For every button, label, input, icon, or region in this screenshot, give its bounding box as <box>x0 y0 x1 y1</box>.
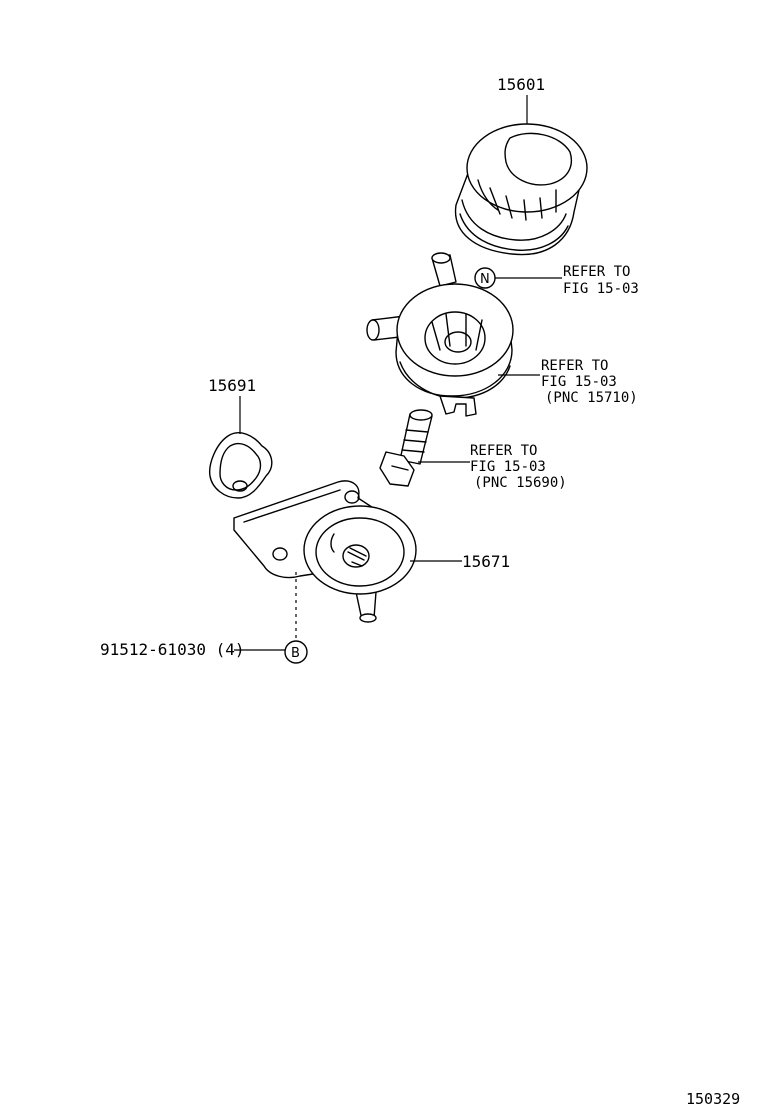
label-bolt: 91512-61030 (4) <box>100 640 245 659</box>
ref-n-line1: REFER TO <box>563 264 630 280</box>
union-bolt-drawing <box>379 409 433 487</box>
ref-union-line1: REFER TO <box>470 443 537 459</box>
marker-b: B <box>291 646 300 661</box>
marker-b-circle <box>284 640 308 664</box>
ref-cooler-line1: REFER TO <box>541 358 608 374</box>
ref-cooler-line3: (PNC 15710) <box>545 390 638 406</box>
label-oil-filter: 15601 <box>497 75 545 94</box>
ref-union-line3: (PNC 15690) <box>474 475 567 491</box>
ref-union-line2: FIG 15-03 <box>470 459 546 475</box>
oil-filter-bracket-drawing <box>233 480 417 623</box>
figure-id: 150329 <box>686 1090 740 1108</box>
oil-cooler-drawing <box>366 252 514 417</box>
label-bracket: 15671 <box>462 552 510 571</box>
label-gasket: 15691 <box>208 376 256 395</box>
marker-n: N <box>480 272 490 287</box>
gasket-drawing <box>209 432 273 499</box>
ref-cooler-line2: FIG 15-03 <box>541 374 617 390</box>
ref-n-line2: FIG 15-03 <box>563 281 639 297</box>
oil-filter-drawing <box>454 123 588 256</box>
